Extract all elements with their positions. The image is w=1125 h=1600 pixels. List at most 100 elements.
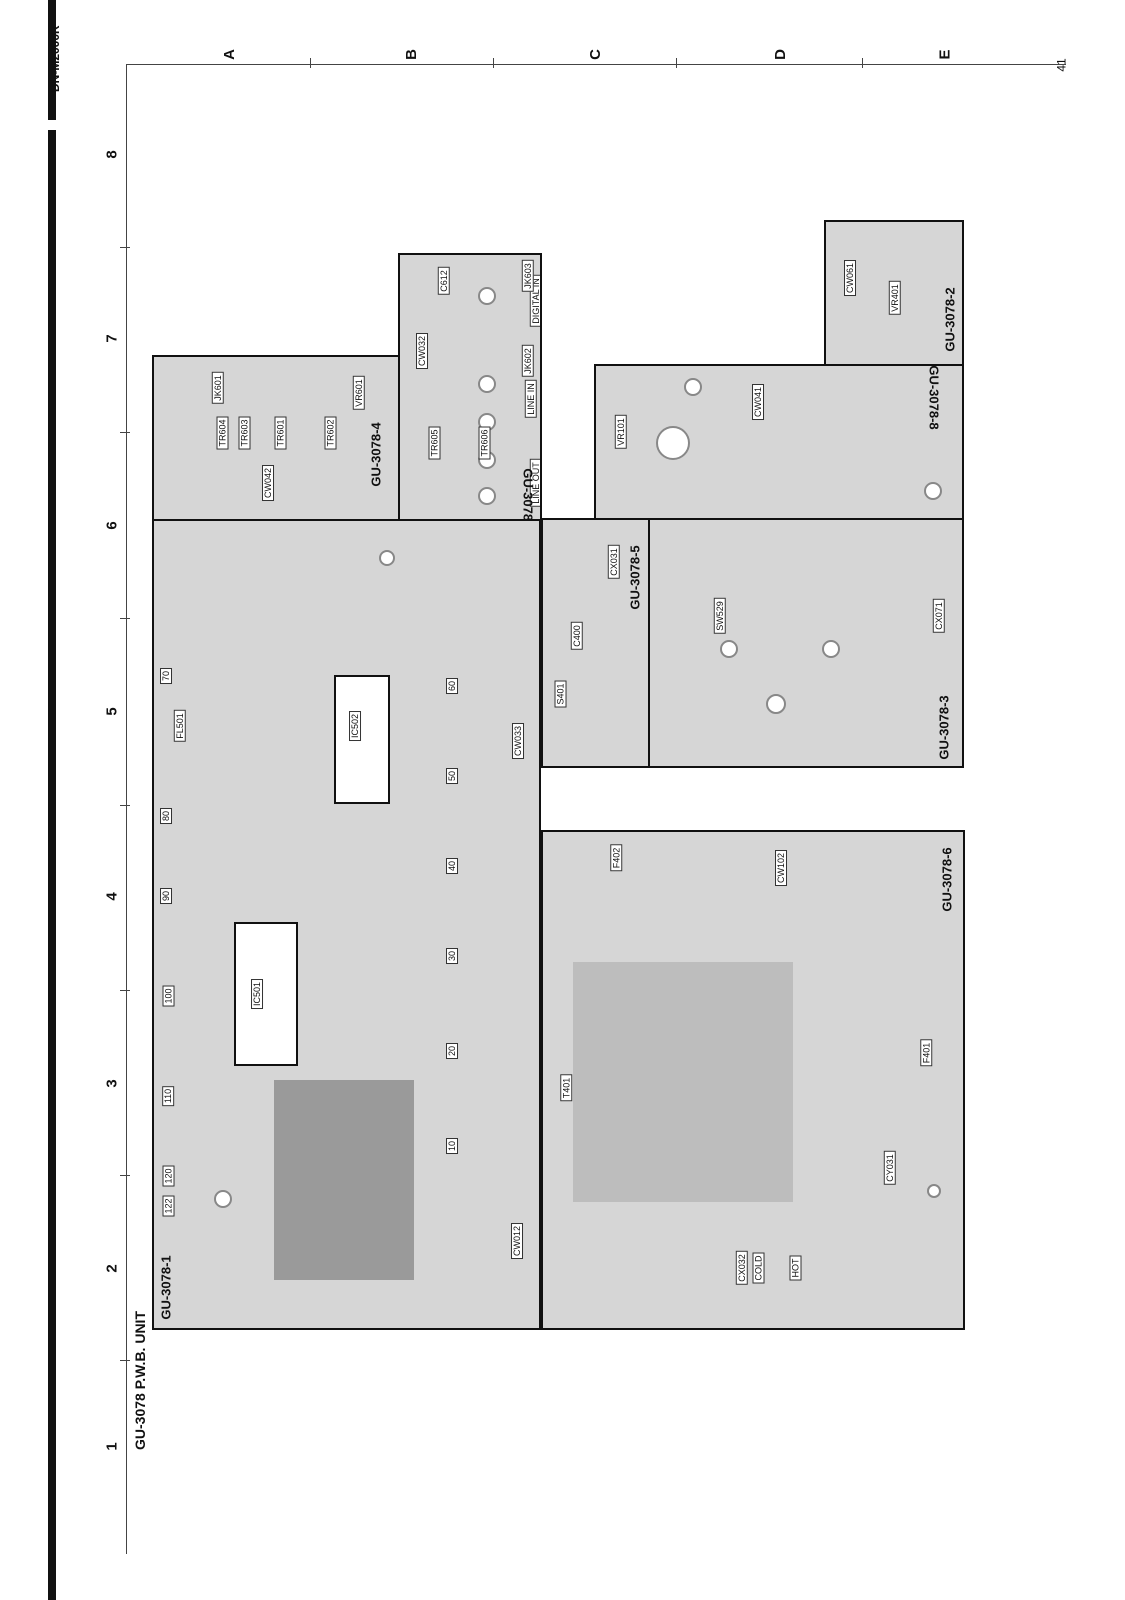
mount-hole <box>927 1184 941 1198</box>
pin-label-30: 30 <box>446 947 459 965</box>
c612-label: C612 <box>437 267 450 295</box>
f402-label: F402 <box>610 844 623 872</box>
row-label-2: 2 <box>103 1264 121 1273</box>
ic501-label: IC501 <box>251 978 264 1010</box>
grid-tick <box>120 432 130 433</box>
jk601-label: JK601 <box>211 372 224 404</box>
mount-hole <box>379 550 395 566</box>
unit-title: GU-3078 P.W.B. UNIT <box>132 1310 148 1450</box>
ic501-chip <box>234 922 298 1066</box>
hot-label: HOT <box>789 1255 802 1281</box>
board-label-gu-3078-7: GU-3078-7 <box>520 468 536 521</box>
fl501-label: FL501 <box>173 710 186 742</box>
line-in-label: LINE IN <box>524 380 537 418</box>
board-label-gu-3078-5: GU-3078-5 <box>627 545 643 610</box>
vr101-label: VR101 <box>614 415 627 449</box>
cw102-label: CW102 <box>775 849 788 887</box>
board-gu-3078-1: IC501 IC502 FL501 CW033 CW012 70 80 90 1… <box>152 518 541 1330</box>
pin-label-50: 50 <box>446 767 459 785</box>
board-label-gu-3078-3: GU-3078-3 <box>936 695 952 760</box>
pin-label-60: 60 <box>446 677 459 695</box>
row-label-3: 3 <box>103 1079 121 1088</box>
cx032-label: CX032 <box>735 1251 748 1285</box>
board-gu-3078-4: TR604 TR603 TR601 TR602 JK601 VR601 CW04… <box>152 355 401 521</box>
s401-label: S401 <box>554 680 567 708</box>
row-label-4: 4 <box>103 892 121 901</box>
row-label-5: 5 <box>103 707 121 716</box>
row-label-8: 8 <box>103 150 121 159</box>
rca-jack <box>478 375 496 393</box>
grid-tick <box>120 618 130 619</box>
board-gu-3078-7: TR605 TR606 CW032 LINE OUT LINE IN DIGIT… <box>398 253 542 521</box>
cw032-label: CW032 <box>416 332 429 370</box>
cx071-label: CX071 <box>932 599 945 633</box>
board-label-gu-3078-2: GU-3078-2 <box>942 287 958 352</box>
column-label-b: B <box>402 49 420 60</box>
pin-label-10: 10 <box>446 1137 459 1155</box>
mount-hole <box>684 378 702 396</box>
pin-label-120: 120 <box>162 1165 175 1187</box>
edge-bar-bottom <box>48 130 56 1600</box>
mount-hole <box>214 1190 232 1208</box>
cx031-label: CX031 <box>607 545 620 579</box>
tr604-label: TR604 <box>216 416 229 450</box>
model-label: DN-M2000R <box>48 25 62 92</box>
tr602-label: TR602 <box>324 416 337 450</box>
pin-label-122: 122 <box>162 1195 175 1217</box>
tr601-label: TR601 <box>274 416 287 450</box>
board-gu-3078-2: CW061 VR401 GU-3078-2 <box>824 220 964 366</box>
grid-tick <box>120 1360 130 1361</box>
column-label-d: D <box>771 49 789 60</box>
t401-label: T401 <box>560 1074 573 1102</box>
column-label-e: E <box>936 49 954 60</box>
pin-label-20: 20 <box>446 1042 459 1060</box>
grid-tick <box>120 247 130 248</box>
vr401-label: VR401 <box>888 281 901 315</box>
row-label-7: 7 <box>103 334 121 343</box>
cw033-label: CW033 <box>512 722 525 760</box>
mount-hole <box>766 694 786 714</box>
pin-label-40: 40 <box>446 857 459 875</box>
mount-hole <box>656 426 690 460</box>
pin-label-70: 70 <box>160 667 173 685</box>
board-gu-3078-8: VR101 CW041 GU-3078-8 <box>594 364 964 520</box>
column-label-a: A <box>220 49 238 60</box>
copper-pad <box>274 1080 414 1280</box>
row-label-1: 1 <box>103 1442 121 1451</box>
board-label-gu-3078-8: GU-3078-8 <box>926 365 942 430</box>
grid-frame-left <box>126 64 127 1554</box>
ic502-label: IC502 <box>349 710 362 742</box>
board-gu-3078-5: S401 C400 CX031 GU-3078-5 <box>541 518 651 768</box>
transformer-area <box>573 962 793 1202</box>
page-number: 41 <box>1054 58 1069 72</box>
board-gu-3078-3: SW529 CX071 GU-3078-3 <box>648 518 964 768</box>
grid-tick <box>120 990 130 991</box>
mount-hole <box>924 482 942 500</box>
c400-label: C400 <box>570 622 583 650</box>
board-label-gu-3078-1: GU-3078-1 <box>158 1255 174 1320</box>
rca-jack <box>478 287 496 305</box>
grid-tick <box>120 805 130 806</box>
pin-label-80: 80 <box>160 807 173 825</box>
cw042-label: CW042 <box>262 464 275 502</box>
board-label-gu-3078-6: GU-3078-6 <box>939 847 955 912</box>
row-label-6: 6 <box>103 521 121 530</box>
mount-hole <box>822 640 840 658</box>
board-label-gu-3078-4: GU-3078-4 <box>368 422 384 487</box>
cy031-label: CY031 <box>883 1151 896 1185</box>
grid-tick <box>862 58 863 68</box>
grid-tick <box>120 1175 130 1176</box>
jk602-label: JK602 <box>521 345 534 377</box>
f401-label: F401 <box>920 1039 933 1067</box>
cw012-label: CW012 <box>511 1222 524 1260</box>
grid-tick <box>493 58 494 68</box>
pin-label-100: 100 <box>162 985 175 1007</box>
grid-tick <box>310 58 311 68</box>
vr601-label: VR601 <box>352 376 365 410</box>
mount-hole <box>720 640 738 658</box>
tr603-label: TR603 <box>238 416 251 450</box>
sw529-label: SW529 <box>713 598 726 634</box>
ic502-chip <box>334 675 390 804</box>
cold-label: COLD <box>752 1252 765 1284</box>
board-gu-3078-6: T401 F402 F401 CW102 CY031 CX032 COLD HO… <box>541 830 965 1330</box>
